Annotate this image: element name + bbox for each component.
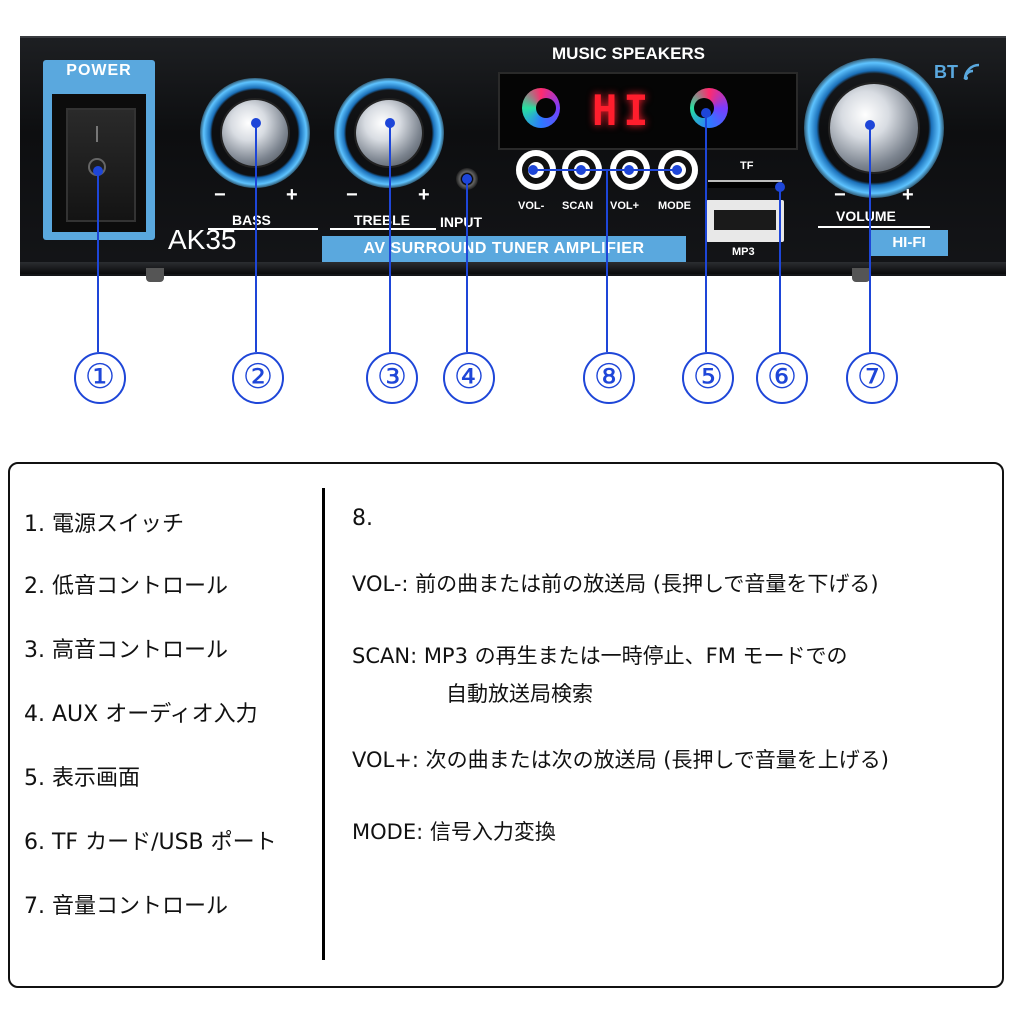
legend-vol-minus: VOL-: 前の曲または前の放送局 (長押しで音量を下げる)	[352, 572, 879, 596]
callout-dot-1	[93, 166, 103, 176]
legend-item-3: 3. 高音コントロール	[24, 638, 228, 663]
callout-dot-8c	[624, 165, 634, 175]
legend-item-7: 7. 音量コントロール	[24, 894, 228, 919]
volume-minus-sign: −	[834, 184, 846, 206]
callout-number-2: ②	[232, 352, 284, 404]
scan-label: SCAN	[562, 200, 594, 212]
mp3-label: MP3	[732, 246, 755, 258]
volume-label: VOLUME	[836, 208, 896, 224]
callout-number-6: ⑥	[756, 352, 808, 404]
amplifier-foot	[852, 268, 870, 282]
callout-dot-6	[775, 182, 785, 192]
hifi-badge: HI-FI	[870, 230, 948, 256]
power-on-mark-icon	[96, 126, 98, 142]
callout-number-4: ④	[443, 352, 495, 404]
callout-dot-4	[462, 174, 472, 184]
model-label: AK35	[168, 224, 237, 255]
bass-underline	[208, 228, 318, 230]
vol-plus-label: VOL+	[610, 200, 640, 212]
amplifier-banner: AV SURROUND TUNER AMPLIFIER	[322, 236, 686, 262]
bass-label: BASS	[232, 212, 271, 228]
legend-divider	[322, 488, 325, 960]
callout-number-7: ⑦	[846, 352, 898, 404]
treble-minus-sign: −	[346, 184, 358, 206]
callout-dot-8d	[672, 165, 682, 175]
treble-underline	[330, 228, 436, 230]
callout-line-2	[255, 122, 257, 352]
tf-card-slot[interactable]	[708, 180, 782, 188]
treble-plus-sign: +	[418, 184, 430, 206]
callout-line-8-horizontal	[532, 169, 682, 171]
amplifier-base	[20, 262, 1006, 274]
volume-underline	[818, 226, 930, 228]
legend-item-1: 1. 電源スイッチ	[24, 512, 184, 537]
callout-line-5	[705, 112, 707, 352]
bass-plus-sign: +	[286, 184, 298, 206]
callout-line-6	[779, 186, 781, 352]
legend-scan: SCAN: MP3 の再生または一時停止、FM モードでの	[352, 644, 848, 668]
callout-number-1: ①	[74, 352, 126, 404]
callout-dot-3	[385, 118, 395, 128]
legend-item-5: 5. 表示画面	[24, 766, 140, 791]
usb-port-opening	[714, 210, 776, 230]
legend-vol-plus: VOL+: 次の曲または次の放送局 (長押しで音量を上げる)	[352, 748, 890, 772]
legend-scan-cont: 自動放送局検索	[446, 682, 593, 706]
amplifier-foot	[146, 268, 164, 282]
tf-label: TF	[740, 160, 754, 172]
callout-number-8: ⑧	[583, 352, 635, 404]
bluetooth-signal-icon	[963, 63, 980, 80]
callout-line-8	[606, 170, 608, 352]
callout-dot-8a	[528, 165, 538, 175]
callout-dot-5	[701, 108, 711, 118]
bluetooth-label: BT	[934, 62, 958, 82]
callout-number-5: ⑤	[682, 352, 734, 404]
legend-item-6: 6. TF カード/USB ポート	[24, 830, 277, 855]
callout-line-3	[389, 122, 391, 352]
display-readout: HI	[592, 86, 655, 135]
callout-dot-2	[251, 118, 261, 128]
legend-panel	[8, 462, 1004, 988]
power-label: POWER	[66, 62, 132, 79]
input-label: INPUT	[440, 214, 482, 230]
callout-line-4	[466, 178, 468, 352]
callout-dot-8b	[576, 165, 586, 175]
speaker-left-core	[536, 98, 556, 118]
callout-line-7	[869, 124, 871, 352]
volume-plus-sign: +	[902, 184, 914, 206]
callout-line-1	[97, 170, 99, 352]
legend-item-8-title: 8.	[352, 506, 373, 531]
callout-dot-7	[865, 120, 875, 130]
mode-label: MODE	[658, 200, 691, 212]
callout-number-3: ③	[366, 352, 418, 404]
brand-title: MUSIC SPEAKERS	[552, 44, 706, 63]
treble-label: TREBLE	[354, 212, 410, 228]
bass-minus-sign: −	[214, 184, 226, 206]
legend-item-4: 4. AUX オーディオ入力	[24, 702, 258, 727]
vol-minus-label: VOL-	[518, 200, 545, 212]
legend-item-2: 2. 低音コントロール	[24, 574, 228, 599]
legend-mode: MODE: 信号入力変換	[352, 820, 556, 844]
